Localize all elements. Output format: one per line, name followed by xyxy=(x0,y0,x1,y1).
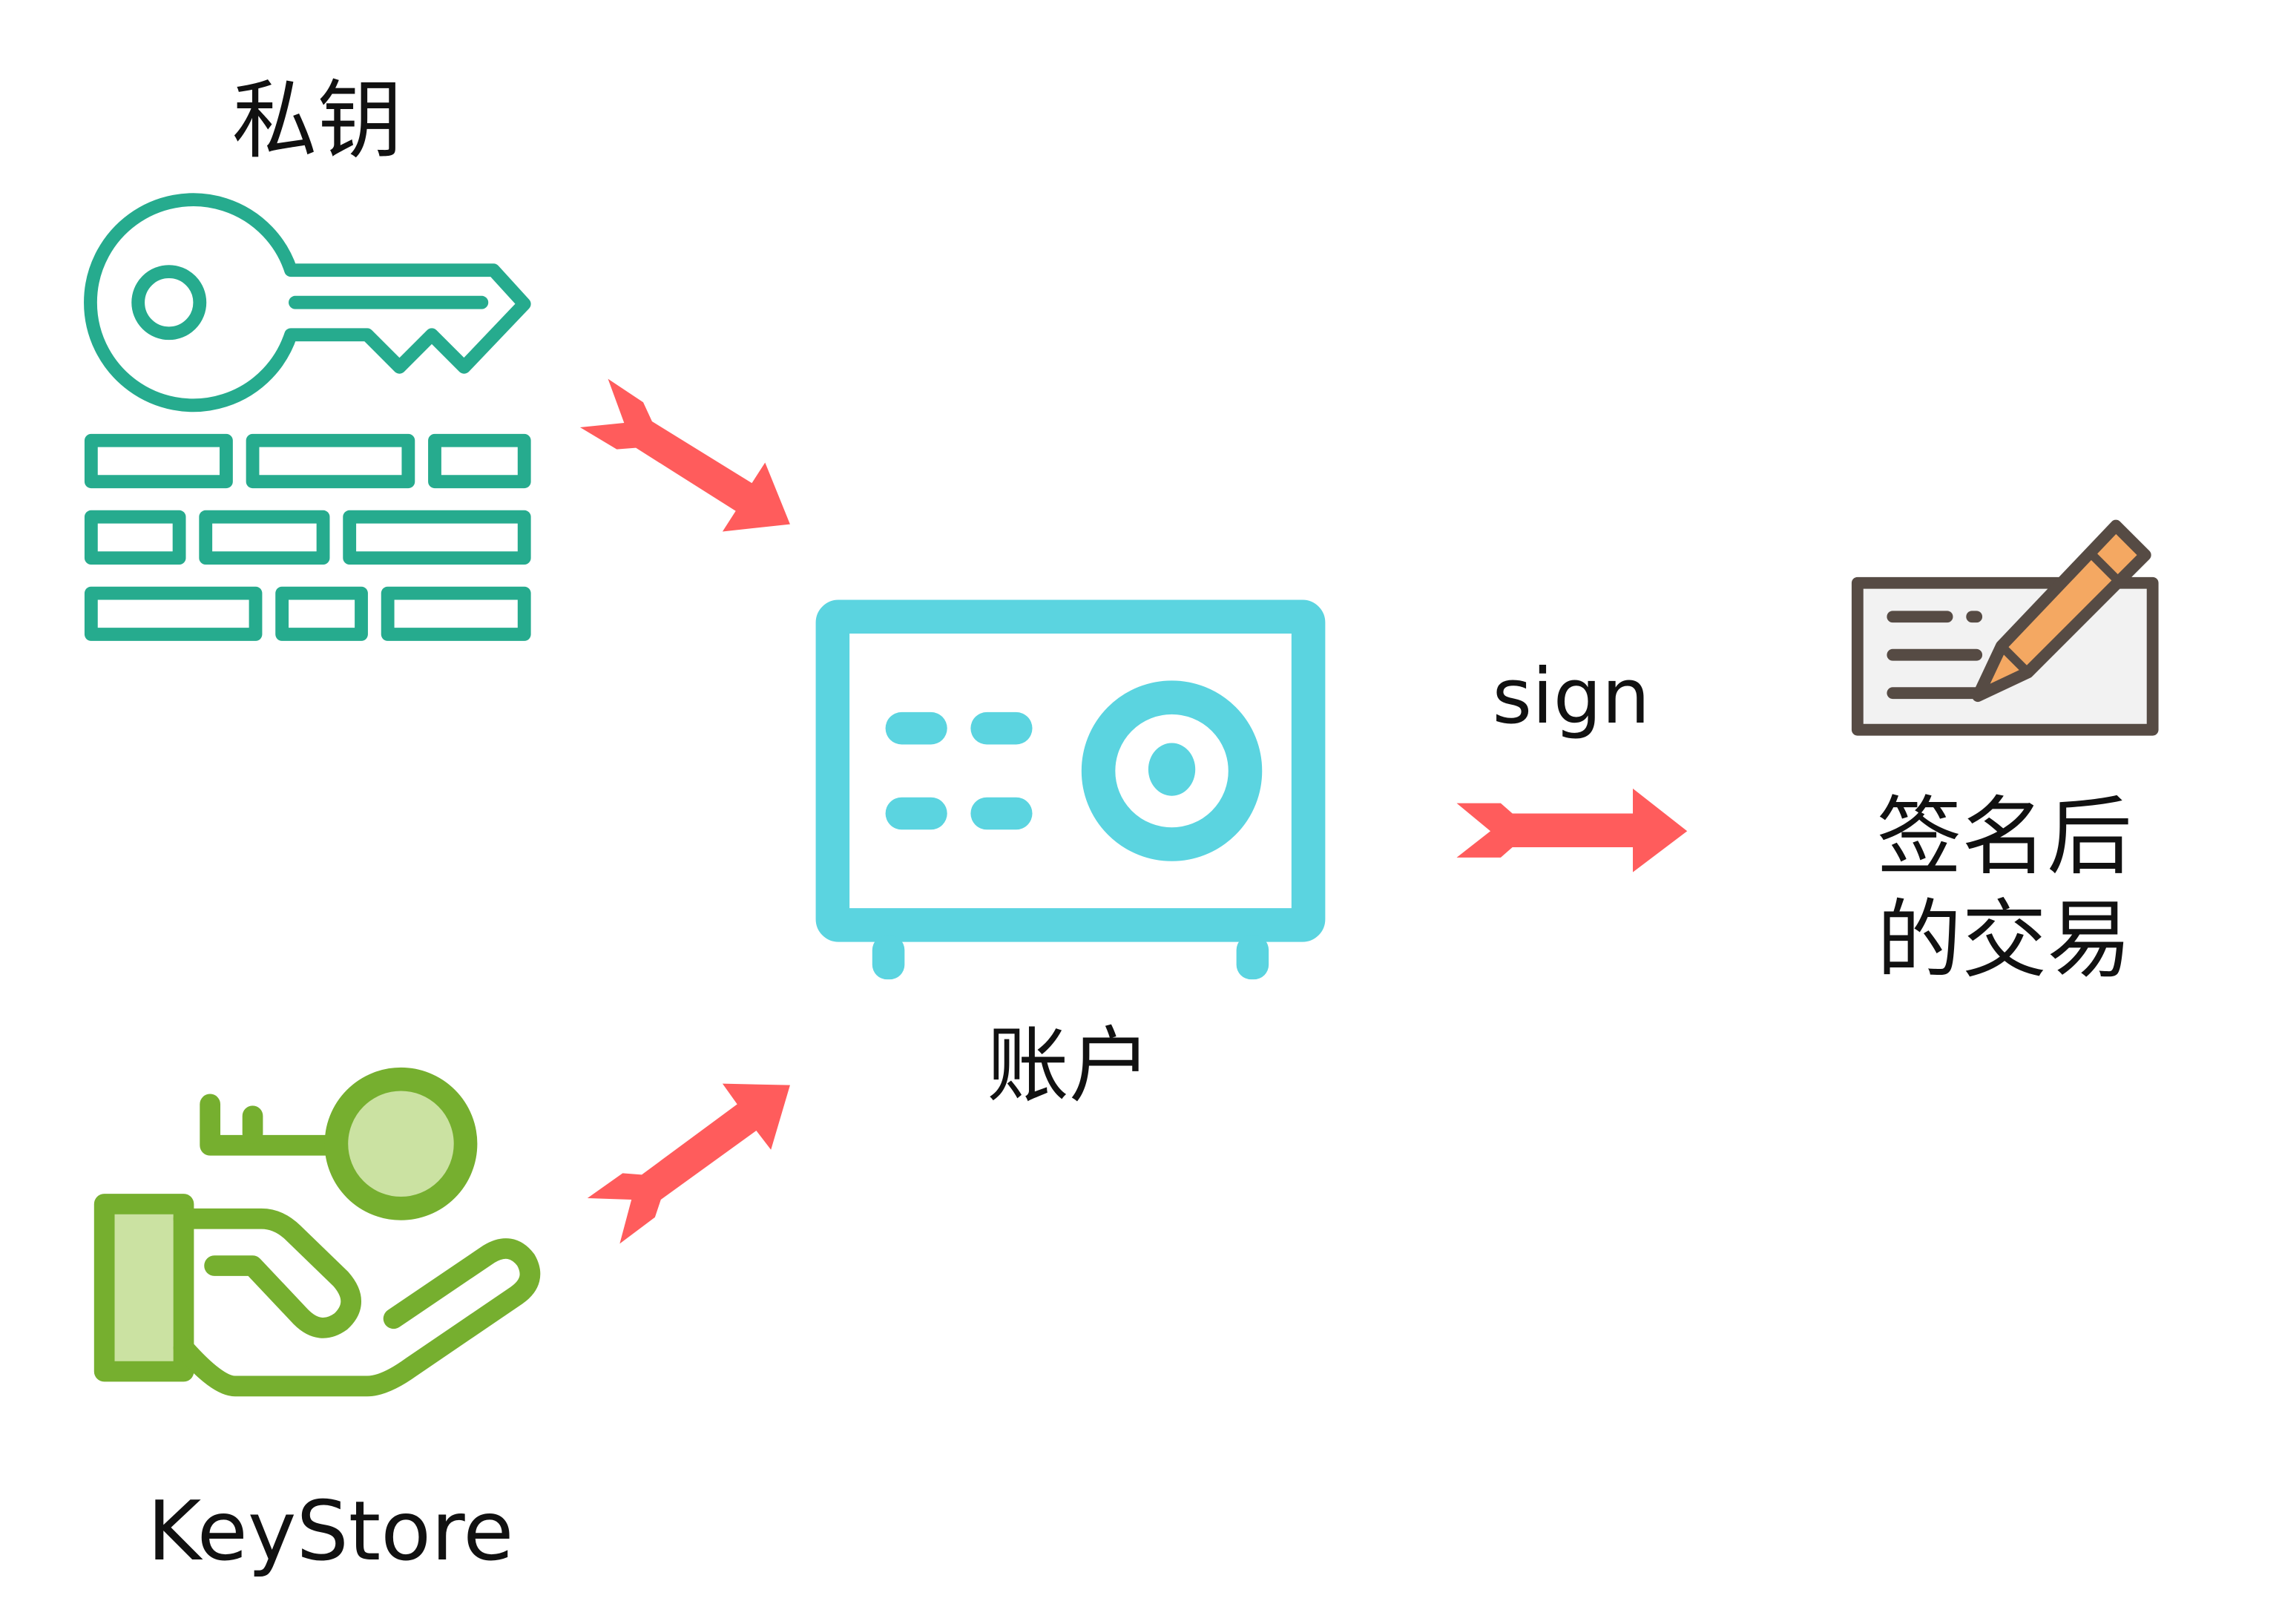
signed-tx-label-line1: 签名后 xyxy=(1877,788,2132,887)
key-icon xyxy=(84,193,531,412)
safe-icon xyxy=(815,599,1326,980)
account-label: 账户 xyxy=(987,1019,1151,1114)
brick-wall-icon xyxy=(84,433,531,641)
signed-tx-label-line2: 的交易 xyxy=(1877,890,2132,990)
sign-label: sign xyxy=(1493,652,1651,741)
signed-document-icon xyxy=(1851,519,2159,736)
keystore-label: KeyStore xyxy=(148,1484,514,1579)
private-key-label: 私钥 xyxy=(232,71,403,171)
arrow-keystore-to-account xyxy=(587,1083,790,1244)
arrow-private-key-to-account xyxy=(579,378,790,532)
arrow-sign xyxy=(1456,788,1688,872)
hand-key-icon xyxy=(93,1067,541,1397)
